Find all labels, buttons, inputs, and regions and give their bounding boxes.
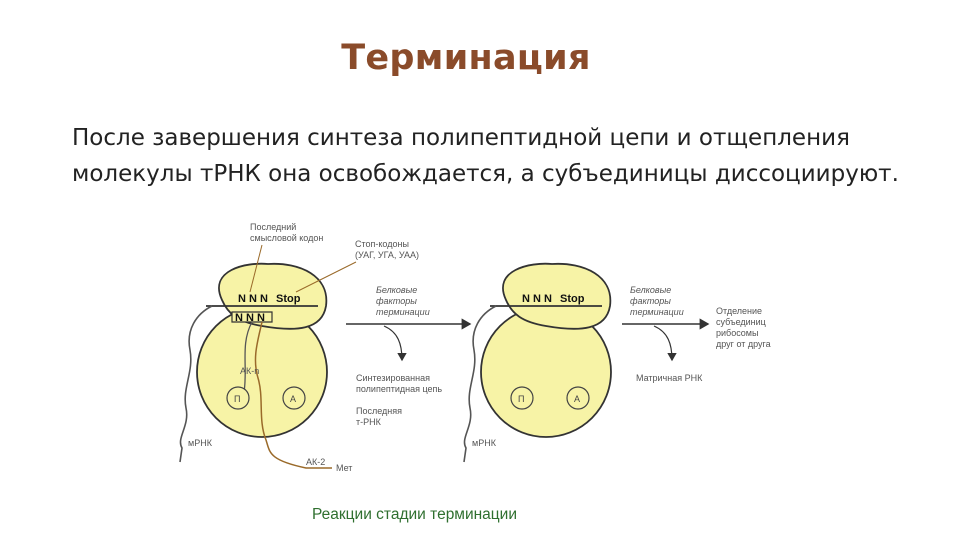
right-release-arrow <box>654 326 672 360</box>
left-ribosome <box>180 245 356 468</box>
middle-release-arrow <box>384 326 402 360</box>
left-site-p-label: П <box>234 394 240 404</box>
diagram-caption: Реакции стадии терминации <box>312 506 517 524</box>
right-separation-label-1: Отделение <box>716 306 762 316</box>
left-stop-codons-label-1: Стоп-кодоны <box>355 239 409 249</box>
middle-factors-label-2: факторы <box>376 296 417 306</box>
right-separation-label-3: рибосомы <box>716 328 758 338</box>
right-factors-label-2: факторы <box>630 296 671 306</box>
right-mrna-label: мРНК <box>472 438 497 448</box>
right-stop-codon: Stop <box>560 293 585 305</box>
right-site-a-label: А <box>574 394 580 404</box>
left-ak2-label: АК-2 <box>306 457 325 467</box>
left-last-codon-label-2: смысловой кодон <box>250 233 323 243</box>
right-matrix-rna-label: Матричная РНК <box>636 373 703 383</box>
right-factors-label-3: терминации <box>630 307 684 317</box>
right-mrna-codons: N N N <box>522 293 552 305</box>
left-stop-codons-label-2: (УАГ, УГА, УАА) <box>355 250 419 260</box>
middle-chain-label-2: полипептидная цепь <box>356 384 442 394</box>
left-last-codon-label-1: Последний <box>250 222 296 232</box>
middle-chain-label-1: Синтезированная <box>356 373 430 383</box>
middle-trna-label-2: т-РНК <box>356 417 382 427</box>
left-mrna-codons: N N N <box>238 293 268 305</box>
right-site-p-label: П <box>518 394 524 404</box>
right-arrows <box>622 324 708 360</box>
left-mrna-label: мРНК <box>188 438 213 448</box>
left-site-a-label: А <box>290 394 296 404</box>
left-ak-n-label: АК-n <box>240 366 259 376</box>
middle-factors-label-3: терминации <box>376 307 430 317</box>
left-met-label: Мет <box>336 463 352 473</box>
right-separation-label-2: субъединиц <box>716 317 766 327</box>
right-separation-label-4: друг от друга <box>716 339 771 349</box>
left-anticodon: N N N <box>235 312 265 324</box>
middle-arrows <box>346 324 470 360</box>
right-factors-label-1: Белковые <box>630 285 671 295</box>
left-stop-codon: Stop <box>276 293 301 305</box>
middle-trna-label-1: Последняя <box>356 406 402 416</box>
middle-factors-label-1: Белковые <box>376 285 417 295</box>
